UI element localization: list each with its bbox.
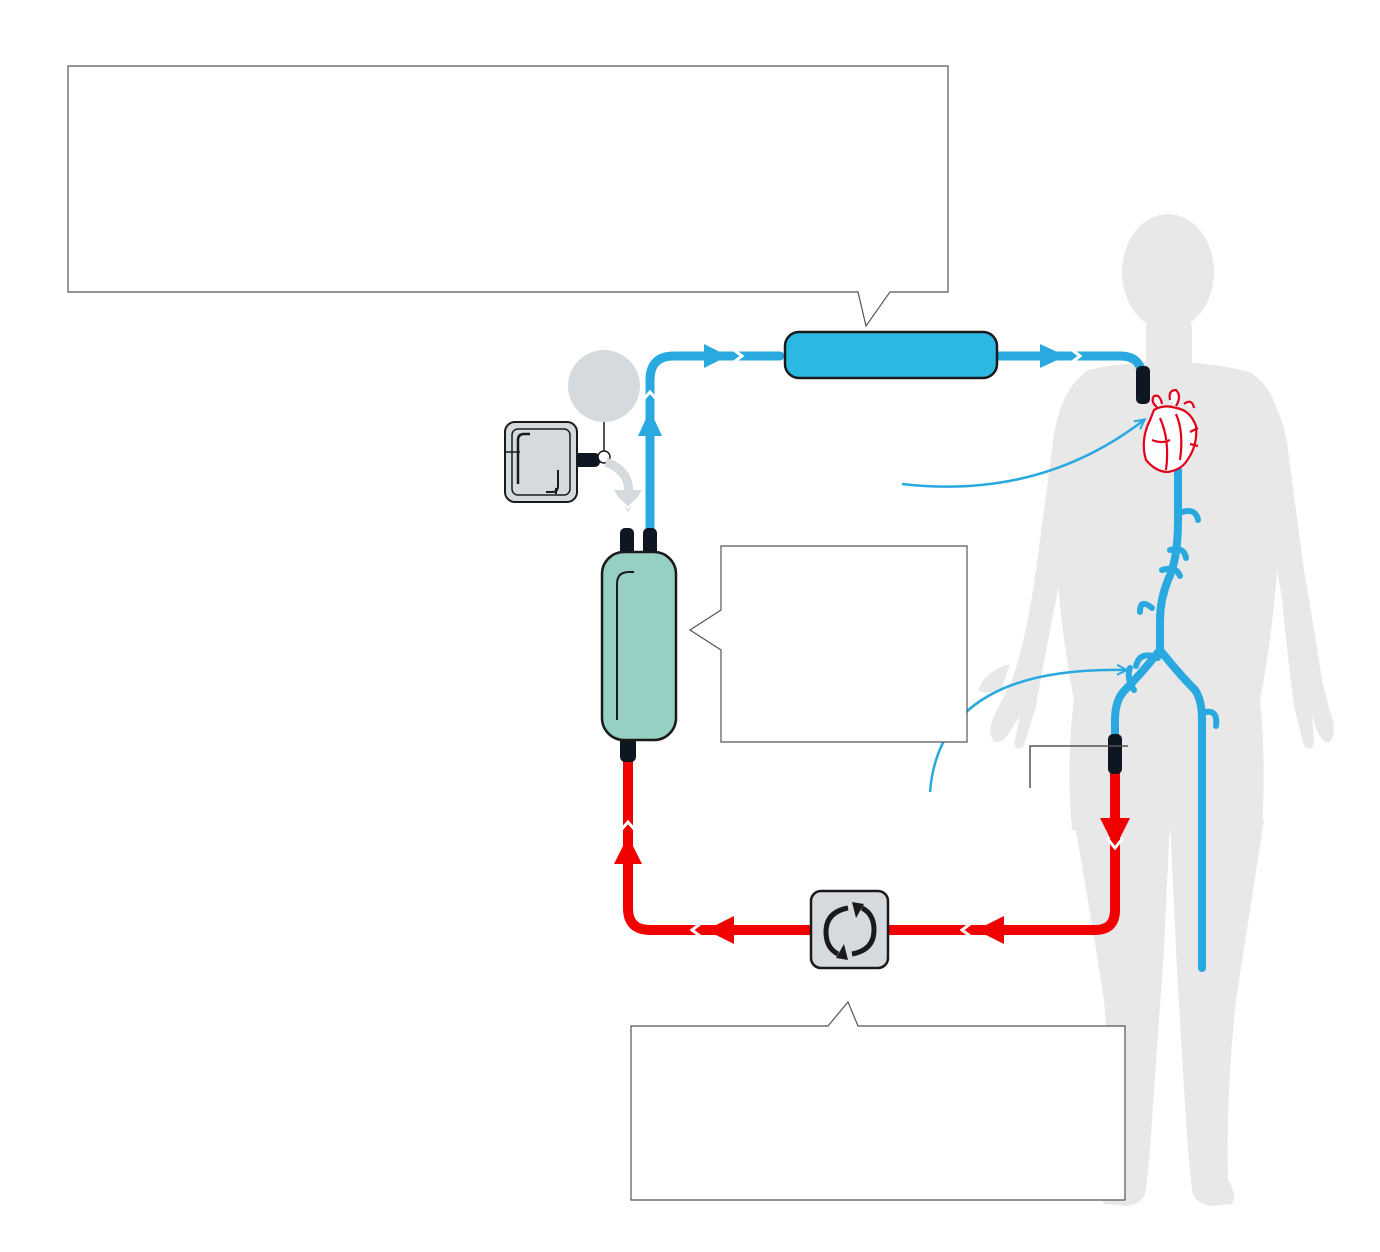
- pointer-arrow-heart: [901, 420, 1144, 488]
- gas-source-circle: [568, 350, 640, 422]
- sweep-gas-arrow: [604, 457, 642, 512]
- heart-icon: [1142, 388, 1199, 474]
- drainage-line: [623, 751, 1120, 935]
- flow-arrows-drainage: [614, 818, 1130, 944]
- rotate-arrows-icon: [823, 902, 877, 960]
- label-leader: [1029, 745, 1128, 788]
- pointer-arrow-femoral: [928, 670, 1126, 793]
- gas-blender: [504, 421, 578, 503]
- flow-arrows-return: [638, 344, 1066, 436]
- oxygenator: [600, 550, 678, 742]
- pump-callout: [630, 1000, 1126, 1201]
- heat-exchanger: [783, 330, 999, 380]
- oxygenator-callout: [688, 545, 968, 743]
- top-callout: [67, 65, 949, 328]
- flow-chevrons-return: [641, 348, 1083, 401]
- blood-pump: [809, 889, 890, 970]
- flow-chevrons-drainage: [619, 819, 1125, 938]
- venous-vessel: [1111, 466, 1220, 972]
- human-silhouette-icon: [978, 214, 1334, 1206]
